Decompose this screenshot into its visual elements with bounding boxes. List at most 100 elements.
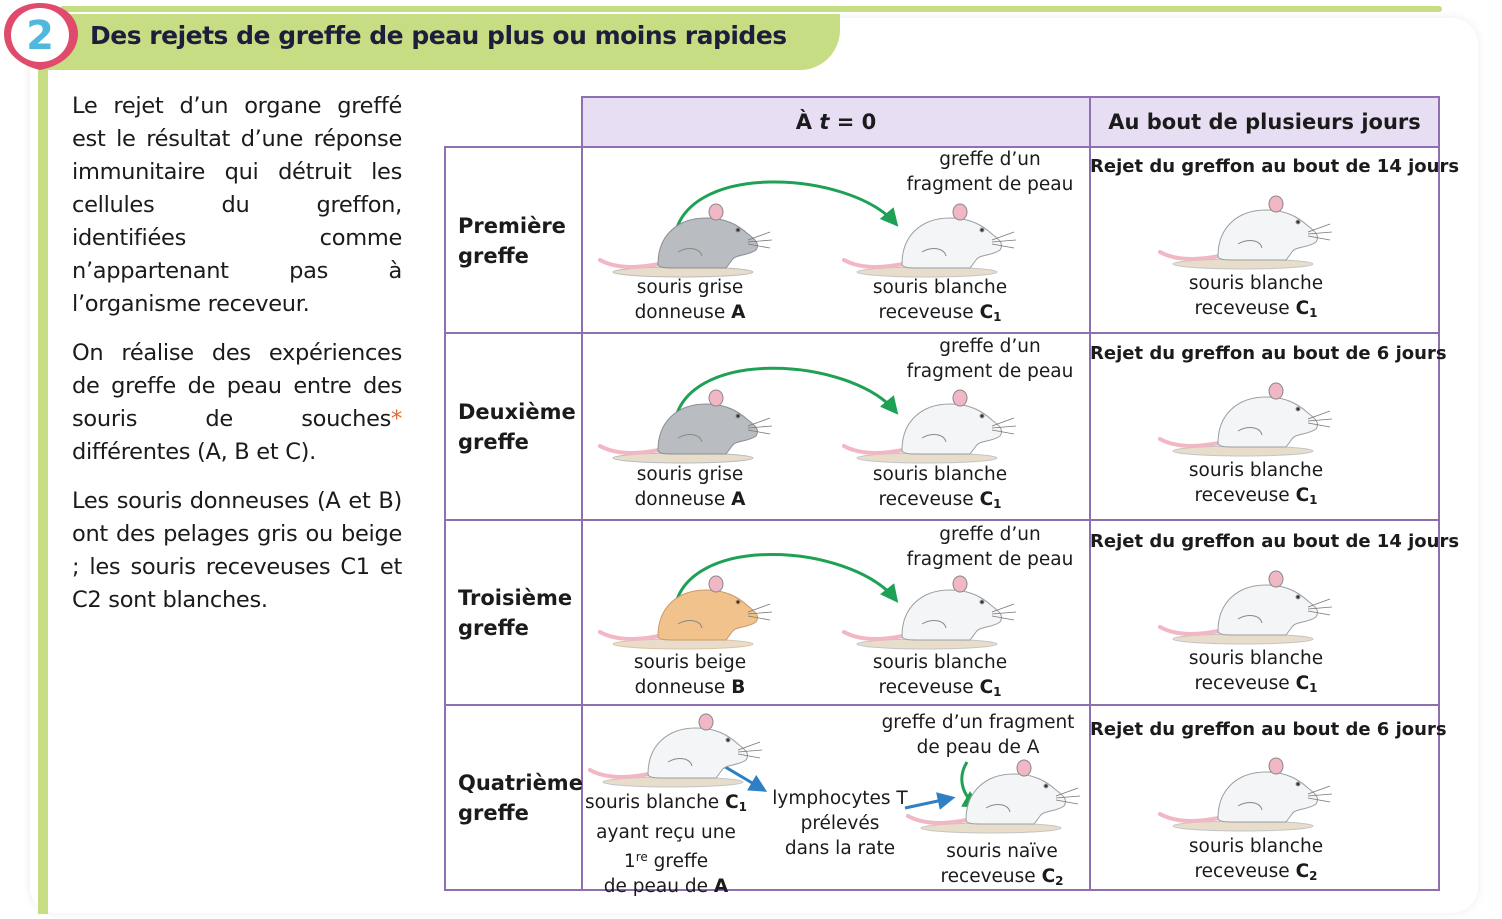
row-label-3-line-1: Troisième [458, 586, 573, 610]
recipient-subscript-row-3: 1 [993, 685, 1002, 699]
recipient-subscript-row-4: 2 [1055, 874, 1064, 888]
white-mouse-donor-row-4 [588, 712, 764, 789]
result-subscript-row-2: 1 [1309, 493, 1318, 507]
donor-caption-row-1-line-1: souris grise [636, 277, 744, 298]
grey-mouse-donor-row-1 [598, 202, 774, 279]
donor-caption-row-2-line-2: donneuse [634, 489, 726, 510]
grey-mouse-donor-row-2 [598, 388, 774, 465]
row-label-2-line-1: Deuxième [458, 400, 576, 424]
recipient-letter-row-2: C [979, 489, 994, 510]
recipient-caption-row-2-line-1: souris blanche [872, 464, 1008, 485]
result-title-row-2: Rejet du greffon au bout de 6 jours [1090, 343, 1447, 364]
result-caption-row-3-line-1: souris blanche [1188, 648, 1324, 669]
graft-label-row-4-line-2: de peau de A [916, 737, 1040, 758]
column-header-t0-variable: t [819, 110, 830, 134]
result-letter-row-1: C [1295, 298, 1310, 319]
row-label-2: Deuxième greffe [458, 397, 588, 457]
glossary-asterisk[interactable]: * [391, 406, 402, 432]
intro-paragraph-2-end: différentes (A, B et C). [72, 439, 316, 465]
lymphocyte-caption-line-1: lymphocytes T [772, 788, 908, 809]
recipient-caption-row-3-line-2: receveuse [878, 677, 974, 698]
intro-paragraph-2-start: On réalise des expériences de greffe de … [72, 340, 402, 432]
donor-caption-row-1: souris grise donneuse A [610, 275, 770, 325]
row-label-4-line-1: Quatrième [458, 771, 583, 795]
row-label-1-line-1: Première [458, 214, 566, 238]
result-caption-row-3-line-2: receveuse [1194, 673, 1290, 694]
row-label-3: Troisième greffe [458, 583, 588, 643]
donor-caption-row-1-line-2: donneuse [634, 302, 726, 323]
donor-caption-row-3-line-2: donneuse [634, 677, 726, 698]
lymphocyte-caption: lymphocytes T prélevés dans la rate [770, 786, 910, 861]
donor-letter-row-1: A [731, 302, 746, 323]
recipient-caption-row-1-line-2: receveuse [878, 302, 974, 323]
donor-caption-row-4-line-4: de peau de [603, 876, 708, 897]
column-header-later: Au bout de plusieurs jours [1108, 110, 1421, 134]
graft-label-row-2-line-1: greffe d’un [939, 336, 1041, 357]
white-mouse-result-row-4 [1158, 756, 1334, 833]
graft-label-row-3-line-2: fragment de peau [906, 549, 1074, 570]
row-label-4: Quatrième greffe [458, 768, 588, 828]
row-label-1-line-2: greffe [458, 244, 529, 268]
recipient-letter-row-4: C [1041, 866, 1056, 887]
white-mouse-result-row-1 [1158, 194, 1334, 271]
beige-mouse-donor-row-3 [598, 574, 774, 651]
white-mouse-result-row-2 [1158, 381, 1334, 458]
result-caption-row-2-line-2: receveuse [1194, 485, 1290, 506]
result-caption-row-4-line-1: souris blanche [1188, 836, 1324, 857]
result-title-row-1: Rejet du greffon au bout de 14 jours [1090, 156, 1460, 177]
row-label-1: Première greffe [458, 211, 588, 271]
badge-number: 2 [26, 13, 54, 59]
lymphocyte-caption-line-2: prélevés [800, 813, 880, 834]
left-accent-bar [38, 66, 48, 914]
result-letter-row-2: C [1295, 485, 1310, 506]
donor-caption-row-4-line-3: greffe [647, 851, 709, 872]
white-mouse-result-row-3 [1158, 569, 1334, 646]
intro-paragraph-2: On réalise des expériences de greffe de … [72, 337, 402, 469]
white-mouse-recipient-row-1 [842, 202, 1018, 279]
lymphocyte-caption-line-3: dans la rate [784, 838, 896, 859]
recipient-caption-row-4-line-1: souris naïve [946, 841, 1058, 862]
result-title-row-4: Rejet du greffon au bout de 6 jours [1090, 719, 1447, 740]
result-caption-row-1-line-2: receveuse [1194, 298, 1290, 319]
white-mouse-recipient-row-2 [842, 388, 1018, 465]
result-letter-row-3: C [1295, 673, 1310, 694]
header-band [38, 14, 840, 70]
recipient-caption-row-3-line-1: souris blanche [872, 652, 1008, 673]
donor-caption-row-3: souris beige donneuse B [610, 650, 770, 700]
recipient-caption-row-3: souris blanche receveuse C1 [860, 650, 1020, 705]
row-label-2-line-2: greffe [458, 430, 529, 454]
donor-caption-row-4-line-2: ayant reçu une [596, 822, 736, 843]
donor-caption-row-2: souris grise donneuse A [610, 462, 770, 512]
top-divider [60, 6, 1442, 12]
donor-caption-row-4-ordinal-sup: re [635, 850, 648, 864]
naive-mouse-recipient-row-4 [906, 758, 1082, 835]
graft-label-row-4: greffe d’un fragment de peau de A [872, 710, 1084, 760]
graft-label-row-1-line-2: fragment de peau [906, 174, 1074, 195]
donor-caption-row-4-line-1: souris blanche [585, 792, 720, 813]
donor-caption-row-3-line-1: souris beige [633, 652, 747, 673]
intro-paragraph-1: Le rejet d’un organe greffé est le résul… [72, 93, 402, 317]
recipient-caption-row-4: souris naïve receveuse C2 [926, 839, 1078, 894]
recipient-caption-row-4-line-2: receveuse [940, 866, 1036, 887]
donor-letter-row-3: B [731, 677, 746, 698]
column-header-t0-suffix: = 0 [829, 110, 877, 134]
result-subscript-row-3: 1 [1309, 681, 1318, 695]
column-header-t0: À t = 0 [582, 110, 1090, 134]
donor-letter-row-2: A [731, 489, 746, 510]
donor-caption-row-2-line-1: souris grise [636, 464, 744, 485]
recipient-subscript-row-1: 1 [993, 310, 1002, 324]
section-number-badge: 2 [4, 3, 78, 70]
graft-label-row-4-line-1: greffe d’un fragment [881, 712, 1075, 733]
page-title: Des rejets de greffe de peau plus ou moi… [90, 21, 787, 50]
row-label-4-line-2: greffe [458, 801, 529, 825]
row-label-3-line-2: greffe [458, 616, 529, 640]
result-caption-row-4-line-2: receveuse [1194, 861, 1290, 882]
recipient-letter-row-3: C [979, 677, 994, 698]
intro-paragraph-3: Les souris donneuses (A et B) ont des pe… [72, 488, 402, 613]
